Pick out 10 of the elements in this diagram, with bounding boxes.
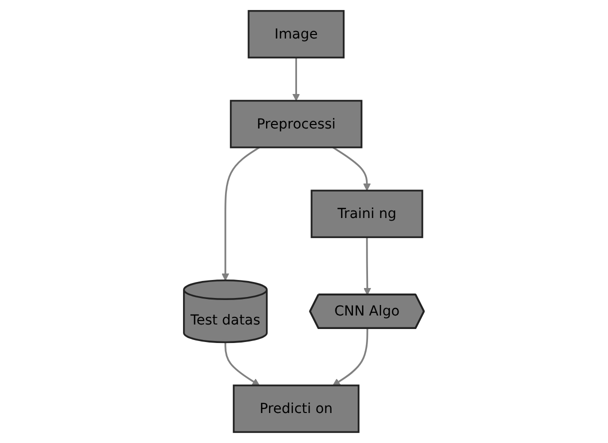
arrow xyxy=(364,237,372,296)
node-box: Traini ng xyxy=(310,190,424,238)
arrow xyxy=(292,58,300,102)
arrow xyxy=(332,146,371,191)
arrow xyxy=(332,328,368,386)
arrow xyxy=(222,146,260,281)
node-box: Preprocessi xyxy=(230,100,362,148)
node-box: Image xyxy=(248,10,345,58)
arrow xyxy=(224,342,260,386)
node-box: Predicti on xyxy=(232,384,360,433)
